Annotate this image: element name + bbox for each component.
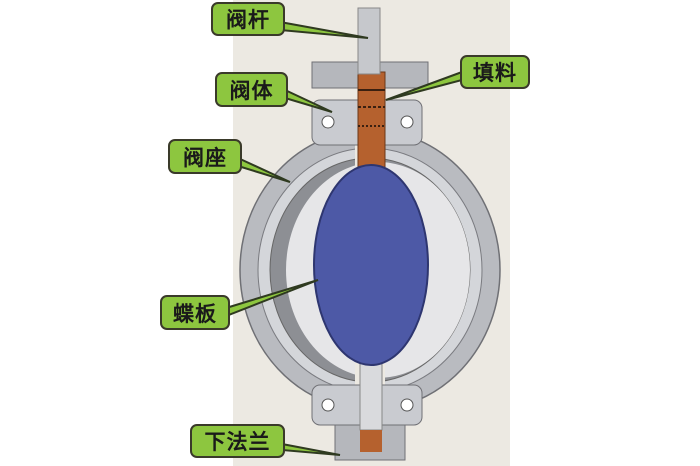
- label-stem: 阀杆: [211, 2, 285, 36]
- label-body: 阀体: [215, 72, 288, 107]
- label-lower-flange: 下法兰: [190, 424, 285, 458]
- valve-disc: [313, 164, 429, 366]
- label-disc: 蝶板: [160, 295, 230, 330]
- label-packing: 填料: [460, 55, 530, 89]
- label-seat: 阀座: [168, 139, 242, 174]
- valve-stem: [357, 7, 381, 75]
